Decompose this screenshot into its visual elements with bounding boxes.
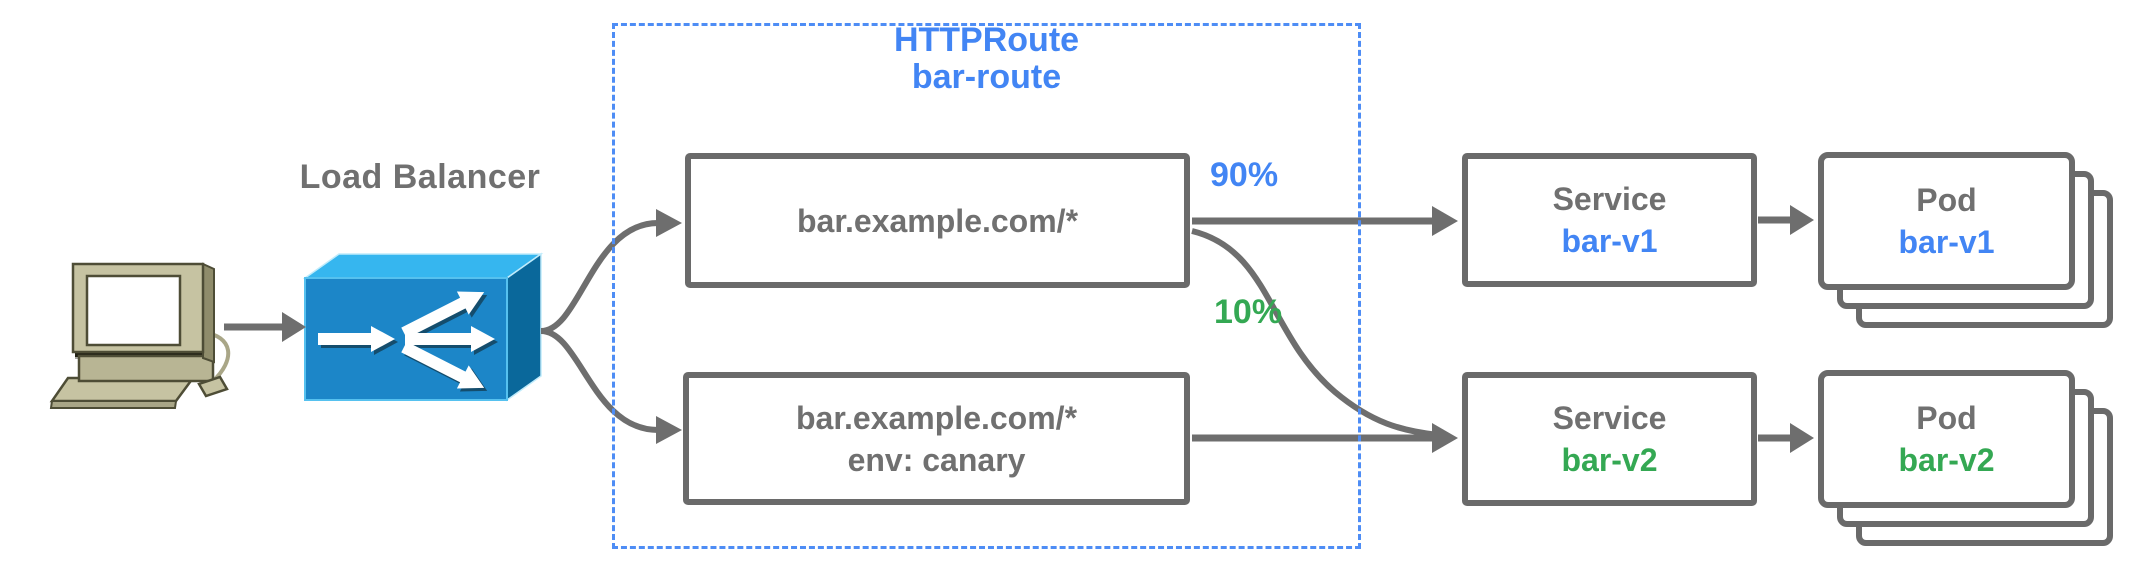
service-bar-v1-box: Service bar-v1 (1462, 153, 1757, 287)
pod-bar-v1-box: Pod bar-v1 (1818, 152, 2075, 290)
httproute-title: HTTPRoute bar-route (612, 22, 1361, 96)
pod-name: bar-v2 (1898, 442, 1995, 478)
arrow-service-v1-to-pod-v1 (1758, 205, 1814, 235)
load-balancer-icon (302, 252, 544, 402)
arrow-service-v2-to-pod-v2 (1758, 423, 1814, 453)
httproute-name: bar-route (911, 58, 1062, 96)
weight-10-label: 10% (1214, 293, 1283, 331)
service-name: bar-v1 (1561, 223, 1658, 259)
split-arrows-glyph (318, 291, 498, 392)
arrow-lb-to-rule2 (540, 328, 682, 444)
service-bar-v2-box: Service bar-v2 (1462, 372, 1757, 506)
rule-2-header-match: env: canary (847, 441, 1026, 478)
computer-icon (49, 262, 231, 409)
pod-bar-v2-box: Pod bar-v2 (1818, 370, 2075, 508)
pod-kind: Pod (1916, 400, 1977, 436)
service-kind: Service (1552, 400, 1667, 436)
arrow-rule2-to-service-v2 (1192, 423, 1458, 453)
pod-name: bar-v1 (1898, 224, 1995, 260)
arrow-rule1-to-service-v1 (1192, 206, 1458, 236)
httproute-kind: HTTPRoute (893, 21, 1080, 59)
arrow-client-to-lb (224, 312, 306, 342)
rule-1-match: bar.example.com/* (796, 202, 1079, 239)
arrow-rule1-to-service-v2 (1191, 228, 1439, 438)
service-name: bar-v2 (1561, 442, 1658, 478)
weight-90-label: 90% (1210, 156, 1279, 194)
pod-kind: Pod (1916, 182, 1977, 218)
route-rule-1-box: bar.example.com/* (685, 153, 1190, 288)
load-balancer-label: Load Balancer (299, 158, 541, 196)
arrow-lb-to-rule1 (540, 209, 682, 334)
rule-2-match: bar.example.com/* (795, 399, 1078, 436)
route-rule-2-box: bar.example.com/* env: canary (683, 372, 1190, 505)
arrows (224, 205, 1814, 453)
httproute-group-box (612, 23, 1361, 549)
service-kind: Service (1552, 181, 1667, 217)
